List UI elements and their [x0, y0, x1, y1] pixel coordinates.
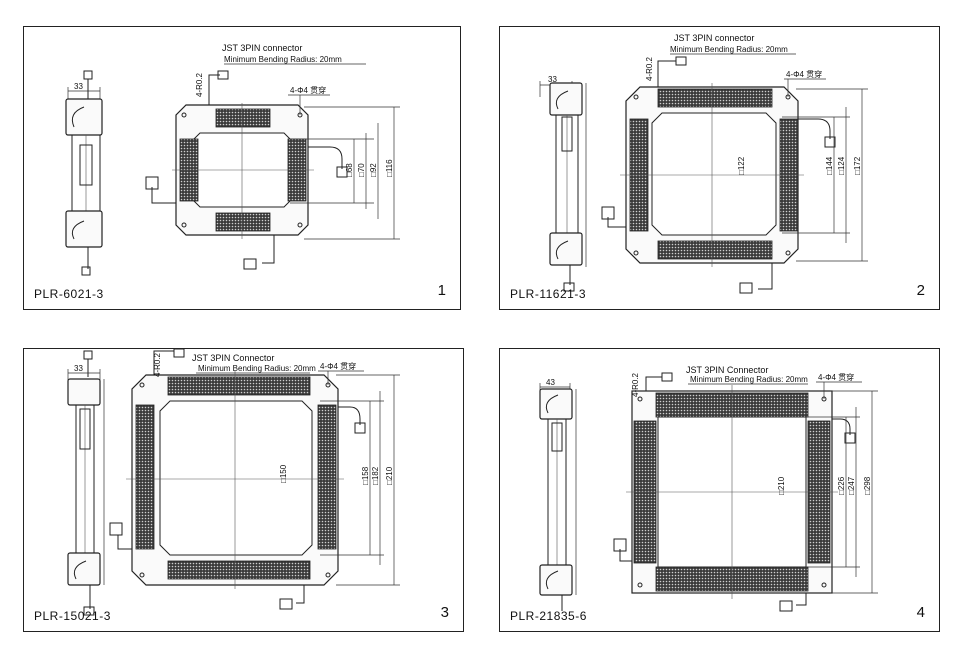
- dim-label: □298: [863, 476, 872, 495]
- connector-plug: [217, 70, 229, 80]
- mounting-hole: [325, 572, 331, 578]
- side-view: 43: [539, 378, 577, 611]
- dim-label: □172: [853, 156, 862, 175]
- drawing-panel-4: 43: [499, 348, 940, 632]
- side-view: 33: [539, 75, 587, 292]
- mount-label: 4-R0.2: [645, 56, 654, 81]
- model-label: PLR-21835-6: [510, 609, 587, 623]
- dim-label: □158: [361, 466, 370, 485]
- front-view: [601, 56, 868, 294]
- side-width-label: 43: [546, 378, 555, 387]
- connector-label: JST 3PIN Connector: [686, 365, 768, 375]
- mount-label: 4-R0.2: [195, 72, 204, 97]
- mounting-hole: [637, 396, 643, 402]
- ring-light-drawing-2: 33: [539, 33, 868, 294]
- side-width-label: 33: [548, 75, 557, 84]
- led-strip-top: [657, 88, 773, 108]
- mounting-hole: [633, 94, 639, 100]
- side-view: 33: [65, 70, 103, 276]
- mounting-hole: [637, 582, 643, 588]
- mounting-hole: [297, 222, 303, 228]
- dim-label: □124: [837, 156, 846, 175]
- figure-number: 3: [440, 604, 449, 621]
- connector-plug: [243, 258, 257, 270]
- holes-label: 4-Φ4 贯穿: [786, 69, 822, 79]
- bend-radius-label: Minimum Bending Radius: 20mm: [224, 55, 342, 64]
- side-width-label: 33: [74, 364, 83, 373]
- ring-light-drawing-3: 33: [67, 348, 400, 616]
- figure-number: 1: [437, 282, 446, 299]
- bend-radius-label: Minimum Bending Radius: 20mm: [690, 375, 808, 384]
- mounting-hole: [785, 250, 791, 256]
- mounting-hole: [139, 572, 145, 578]
- bend-radius-label: Minimum Bending Radius: 20mm: [670, 45, 788, 54]
- connector-label: JST 3PIN Connector: [192, 353, 274, 363]
- connector-plug: [354, 422, 366, 434]
- connector-plug: [336, 166, 348, 178]
- dim-label: □68: [345, 163, 354, 177]
- connector-label: JST 3PIN connector: [674, 33, 754, 43]
- ring-light-drawing-4: 43: [539, 365, 878, 612]
- mounting-hole: [821, 582, 827, 588]
- led-strip-bottom: [657, 240, 773, 260]
- figure-number: 4: [916, 604, 925, 621]
- connector-label: JST 3PIN connector: [222, 43, 302, 53]
- model-label: PLR-6021-3: [34, 287, 104, 301]
- connector-plug: [739, 282, 753, 294]
- connector-plug: [844, 432, 856, 444]
- dim-label: □210: [385, 466, 394, 485]
- led-strip-left: [135, 404, 155, 550]
- holes-label: 4-Φ4 贯穿: [290, 85, 326, 95]
- front-view: [109, 348, 400, 610]
- side-view: 33: [67, 350, 105, 616]
- dim-label: □122: [737, 156, 746, 175]
- drawing-panel-2: 33: [499, 26, 940, 310]
- ring-light-drawing-1: 33: [65, 43, 400, 276]
- dim-label: □247: [847, 476, 856, 495]
- mount-label: 4-R0.2: [631, 372, 640, 397]
- led-strip-right: [317, 404, 337, 550]
- dim-label: □144: [825, 156, 834, 175]
- connector-plug: [279, 598, 293, 610]
- connector-plug: [613, 538, 627, 552]
- connector-plug: [824, 136, 836, 148]
- led-strip-bottom: [215, 212, 271, 232]
- connector-plug: [109, 522, 123, 536]
- dim-label: □210: [777, 476, 786, 495]
- dim-label: □70: [357, 163, 366, 177]
- mounting-hole: [139, 382, 145, 388]
- dim-label: □92: [369, 163, 378, 177]
- front-view: [613, 372, 878, 612]
- figure-number: 2: [916, 282, 925, 299]
- mounting-hole: [181, 112, 187, 118]
- drawing-panel-3: 33: [23, 348, 464, 632]
- dim-label: □150: [279, 464, 288, 483]
- connector-plug: [661, 372, 673, 382]
- dim-label: □182: [371, 466, 380, 485]
- holes-label: 4-Φ4 贯穿: [320, 361, 356, 371]
- led-strip-top: [215, 108, 271, 128]
- holes-label: 4-Φ4 贯穿: [818, 372, 854, 382]
- mount-label: 4-R0.2: [153, 352, 162, 377]
- drawing-panel-1: 33: [23, 26, 461, 310]
- connector-plug: [675, 56, 687, 66]
- mounting-hole: [633, 250, 639, 256]
- mounting-hole: [181, 222, 187, 228]
- connector-plug: [145, 176, 159, 190]
- connector-plug: [779, 600, 793, 612]
- side-width-label: 33: [74, 82, 83, 91]
- model-label: PLR-15021-3: [34, 609, 111, 623]
- dim-label: □116: [385, 159, 394, 177]
- led-strip-bottom: [167, 560, 311, 580]
- connector-plug: [173, 348, 185, 358]
- bend-radius-label: Minimum Bending Radius: 20mm: [198, 364, 316, 373]
- model-label: PLR-11621-3: [510, 287, 586, 301]
- led-strip-top: [167, 376, 311, 396]
- dim-label: □226: [837, 476, 846, 495]
- front-view: [145, 70, 400, 270]
- connector-plug: [601, 206, 615, 220]
